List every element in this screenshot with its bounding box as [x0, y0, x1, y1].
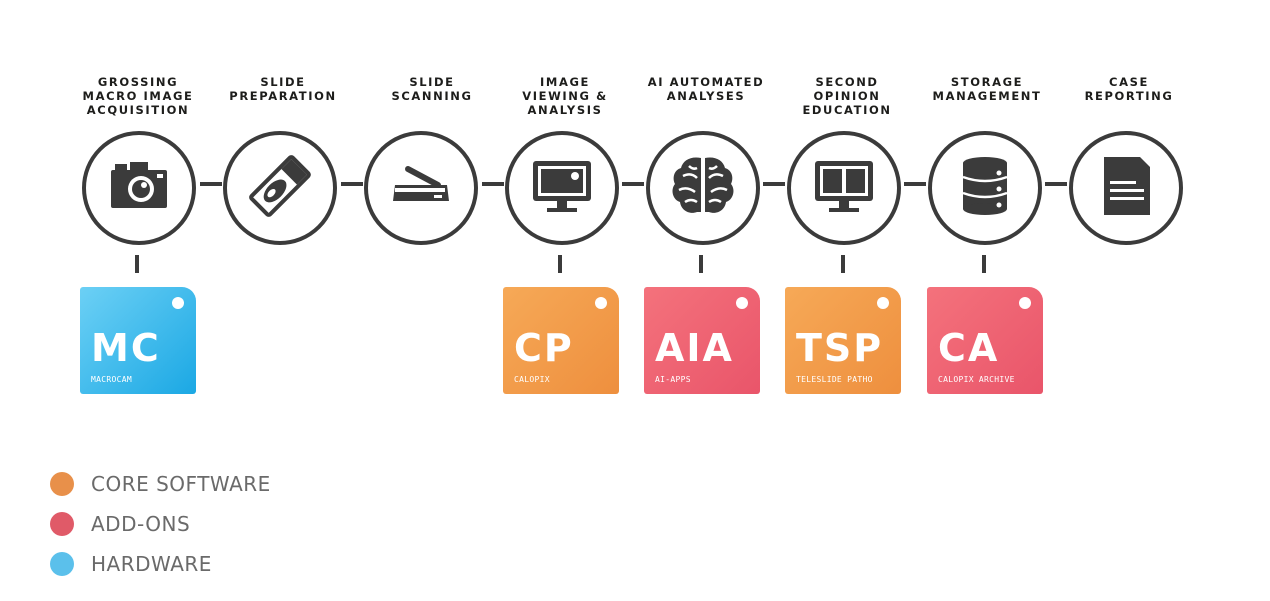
brain-icon	[667, 150, 739, 227]
product-card-ai-apps: AIA AI-APPS	[644, 287, 760, 394]
stage-circle-grossing	[82, 131, 196, 245]
monitor-icon	[527, 151, 597, 226]
stage-circle-ai-analyses	[646, 131, 760, 245]
product-card-calopix: CP CALOPIX	[503, 287, 619, 394]
card-dot	[172, 297, 184, 309]
product-name: CALOPIX ARCHIVE	[938, 375, 1015, 384]
card-dot	[736, 297, 748, 309]
product-name: TELESLIDE PATHO	[796, 375, 873, 384]
stage-label-ai-analyses: AI AUTOMATED ANALYSES	[647, 75, 765, 103]
stage-circle-storage	[928, 131, 1042, 245]
card-dot	[877, 297, 889, 309]
slide-icon	[245, 151, 315, 226]
product-abbr: CP	[514, 326, 574, 370]
stage-label-grossing: GROSSING MACRO IMAGE ACQUISITION	[82, 75, 194, 117]
stage-circle-second-opinion	[787, 131, 901, 245]
product-card-calopix-archive: CA CALOPIX ARCHIVE	[927, 287, 1043, 394]
connector	[622, 182, 644, 186]
stage-label-storage: STORAGE MANAGEMENT	[932, 75, 1042, 103]
legend-item-hardware: HARDWARE	[50, 552, 212, 576]
legend-dot-blue	[50, 552, 74, 576]
card-dot	[595, 297, 607, 309]
connector	[763, 182, 785, 186]
product-name: CALOPIX	[514, 375, 550, 384]
legend-item-add-ons: ADD-ONS	[50, 512, 190, 536]
stage-label-second-opinion: SECOND OPINION EDUCATION	[802, 75, 892, 117]
card-dot	[1019, 297, 1031, 309]
stage-circle-slide-preparation	[223, 131, 337, 245]
drop-line	[982, 255, 986, 273]
connector	[341, 182, 363, 186]
stage-label-slide-preparation: SLIDE PREPARATION	[229, 75, 337, 103]
stage-label-slide-scanning: SLIDE SCANNING	[391, 75, 473, 103]
drop-line	[135, 255, 139, 273]
database-icon	[952, 153, 1018, 224]
legend-dot-red	[50, 512, 74, 536]
connector	[904, 182, 926, 186]
product-name: AI-APPS	[655, 375, 691, 384]
product-name: MACROCAM	[91, 375, 132, 384]
product-abbr: TSP	[796, 326, 884, 370]
camera-icon	[106, 153, 172, 224]
product-card-macrocam: MC MACROCAM	[80, 287, 196, 394]
drop-line	[558, 255, 562, 273]
product-abbr: AIA	[655, 326, 734, 370]
stage-circle-image-viewing	[505, 131, 619, 245]
document-icon	[1096, 153, 1156, 224]
legend-label: ADD-ONS	[91, 512, 191, 536]
connector	[482, 182, 504, 186]
product-abbr: CA	[938, 326, 1000, 370]
stage-label-case-reporting: CASE REPORTING	[1084, 75, 1174, 103]
connector	[1045, 182, 1067, 186]
stage-label-image-viewing: IMAGE VIEWING & ANALYSIS	[522, 75, 608, 117]
product-card-teleslide-patho: TSP TELESLIDE PATHO	[785, 287, 901, 394]
scanner-icon	[386, 151, 456, 226]
connector	[200, 182, 222, 186]
legend-item-core-software: CORE SOFTWARE	[50, 472, 271, 496]
split-monitor-icon	[809, 151, 879, 226]
drop-line	[699, 255, 703, 273]
legend-label: CORE SOFTWARE	[91, 472, 271, 496]
drop-line	[841, 255, 845, 273]
stage-circle-slide-scanning	[364, 131, 478, 245]
stage-circle-case-reporting	[1069, 131, 1183, 245]
product-abbr: MC	[91, 326, 161, 370]
legend-dot-orange	[50, 472, 74, 496]
legend-label: HARDWARE	[91, 552, 212, 576]
